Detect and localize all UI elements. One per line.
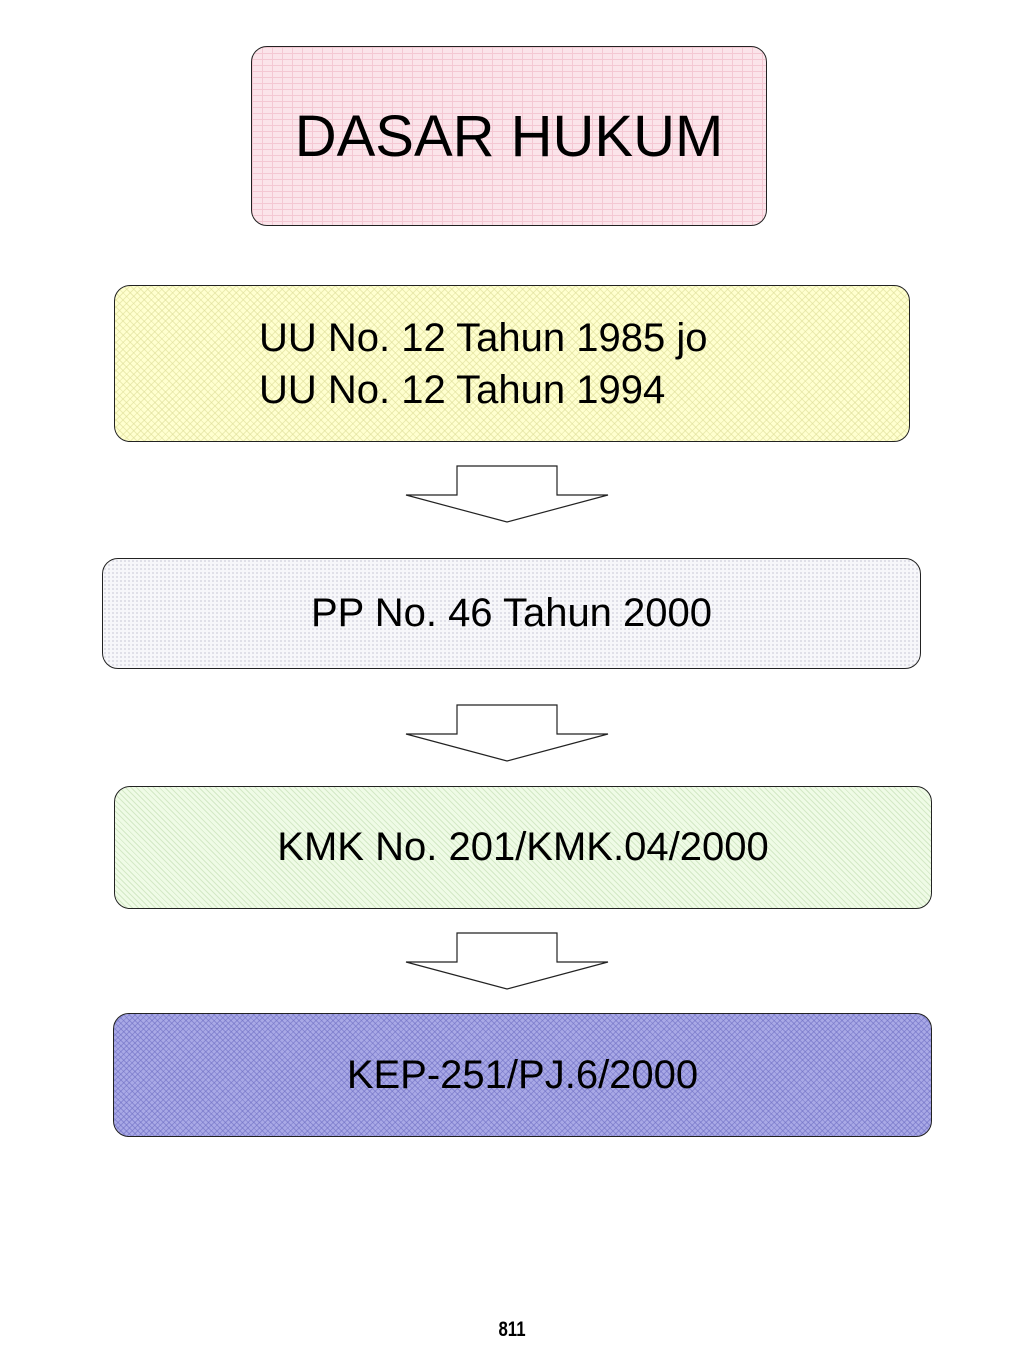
step-uu-line-2: UU No. 12 Tahun 1994 <box>259 367 666 412</box>
step-pp-text: PP No. 46 Tahun 2000 <box>310 591 713 635</box>
step-uu-line-1: UU No. 12 Tahun 1985 jo <box>259 315 708 360</box>
step-box-uu: UU No. 12 Tahun 1985 jo UU No. 12 Tahun … <box>114 285 910 442</box>
down-arrow-icon <box>405 704 609 762</box>
step-kep-text: KEP-251/PJ.6/2000 <box>346 1052 699 1097</box>
step-uu-text: UU No. 12 Tahun 1985 jo UU No. 12 Tahun … <box>259 312 707 416</box>
title-text: DASAR HUKUM <box>294 103 724 169</box>
step-box-pp: PP No. 46 Tahun 2000 <box>102 558 921 669</box>
title-box: DASAR HUKUM <box>251 46 767 226</box>
step-kmk-text: KMK No. 201/KMK.04/2000 <box>277 825 769 869</box>
down-arrow-icon <box>405 932 609 990</box>
step-box-kmk: KMK No. 201/KMK.04/2000 <box>114 786 932 909</box>
page-number: 811 <box>498 1318 526 1341</box>
step-box-kep: KEP-251/PJ.6/2000 <box>113 1013 932 1137</box>
down-arrow-icon <box>405 465 609 523</box>
